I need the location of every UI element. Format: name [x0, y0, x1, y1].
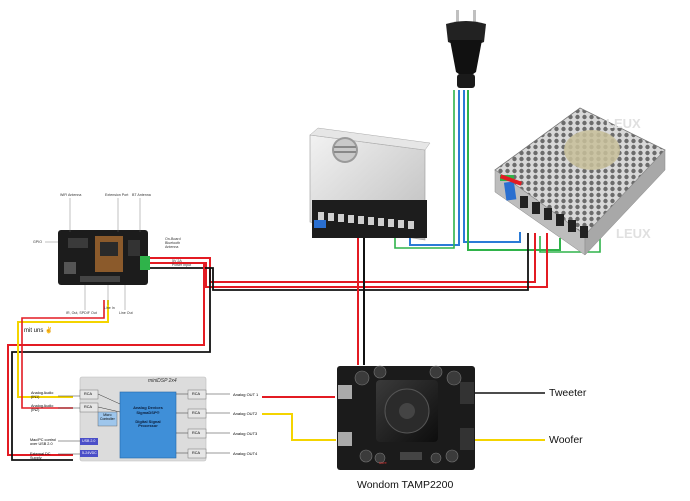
watermark: LEUX [606, 116, 641, 131]
mains-green-wire-2 [394, 90, 455, 249]
output-label-4: Analog OUT4 [233, 451, 258, 456]
micro-controller: Micro Controller [100, 413, 115, 421]
output-rca-2: RCA [192, 411, 201, 415]
output-label-3: Analog OUT3 [233, 431, 258, 436]
dc-port: 5-24VDC [82, 451, 97, 455]
output-rca-3: RCA [192, 431, 201, 435]
dsp-core: Analog Devices SigmaDSP® Digital Signal … [133, 405, 163, 429]
sbc-label-gpio: GPIO [33, 240, 42, 244]
input-rca-2: RCA [84, 405, 93, 409]
output-rca-4: RCA [192, 451, 201, 455]
out2-yellow-wire [262, 413, 336, 441]
mains-blue-wire-2 [463, 90, 521, 243]
output-label-1: Analog OUT 1 [233, 392, 259, 397]
mains-plug [446, 10, 486, 88]
line-out-yellow-wire [17, 300, 109, 398]
sbc-label-onboard: On-Board Bluetooth Antenna [165, 237, 181, 249]
input-rca-1: RCA [84, 392, 93, 396]
sbc-power-black-wire [148, 233, 529, 291]
sbc-board [45, 198, 150, 310]
amp-name: Wondom TAMP2200 [357, 479, 454, 491]
sbc-label-wifi: WiFi Antenna [60, 193, 82, 197]
minidsp-panel [58, 376, 230, 462]
line-out-red-wire [21, 300, 105, 409]
amp-brand: sure [379, 460, 387, 465]
mains-green-wire [467, 90, 561, 251]
psu2-green-wire [539, 236, 601, 253]
sbc-label-line-out: Line Out [119, 311, 133, 315]
input-label-1: Analog Audio (IN1) [31, 391, 54, 400]
mains-blue-wire [409, 90, 460, 246]
victory-hand-icon: ✌ [45, 328, 53, 334]
usb-port: USB 2.0 [82, 439, 96, 443]
woofer-label: Woofer [549, 434, 583, 446]
dsp-dc-black-wire [11, 268, 211, 461]
sbc-label-extension: Extension Port [105, 193, 129, 197]
tweeter-label: Tweeter [549, 387, 587, 399]
sbc-label-line-in: Line In [104, 306, 115, 310]
sbc-label-spdif: IR, Out, SPDIF Out [66, 311, 97, 315]
dsp-dc-red-wire [7, 262, 205, 456]
output-rca-1: RCA [192, 392, 201, 396]
input-label-2: Analog Audio (IN2) [31, 404, 54, 413]
note-text: mit uns ✌ [24, 328, 53, 334]
minidsp-title: miniDSP 2x4 [148, 378, 177, 384]
psu-small [309, 127, 431, 241]
usb-control-label: Mac/PC control over USB 2.0 [30, 438, 56, 447]
external-dc-label: External DC Supply [30, 452, 51, 461]
sbc-label-bt: BT Antenna [132, 193, 151, 197]
sbc-label-power: 5V 2A Power Input [172, 259, 192, 267]
psu-large [494, 107, 666, 256]
wires [7, 90, 601, 461]
output-label-2: Analog OUT2 [233, 411, 258, 416]
watermark: LEUX [616, 226, 651, 241]
amplifier-board [337, 365, 475, 470]
